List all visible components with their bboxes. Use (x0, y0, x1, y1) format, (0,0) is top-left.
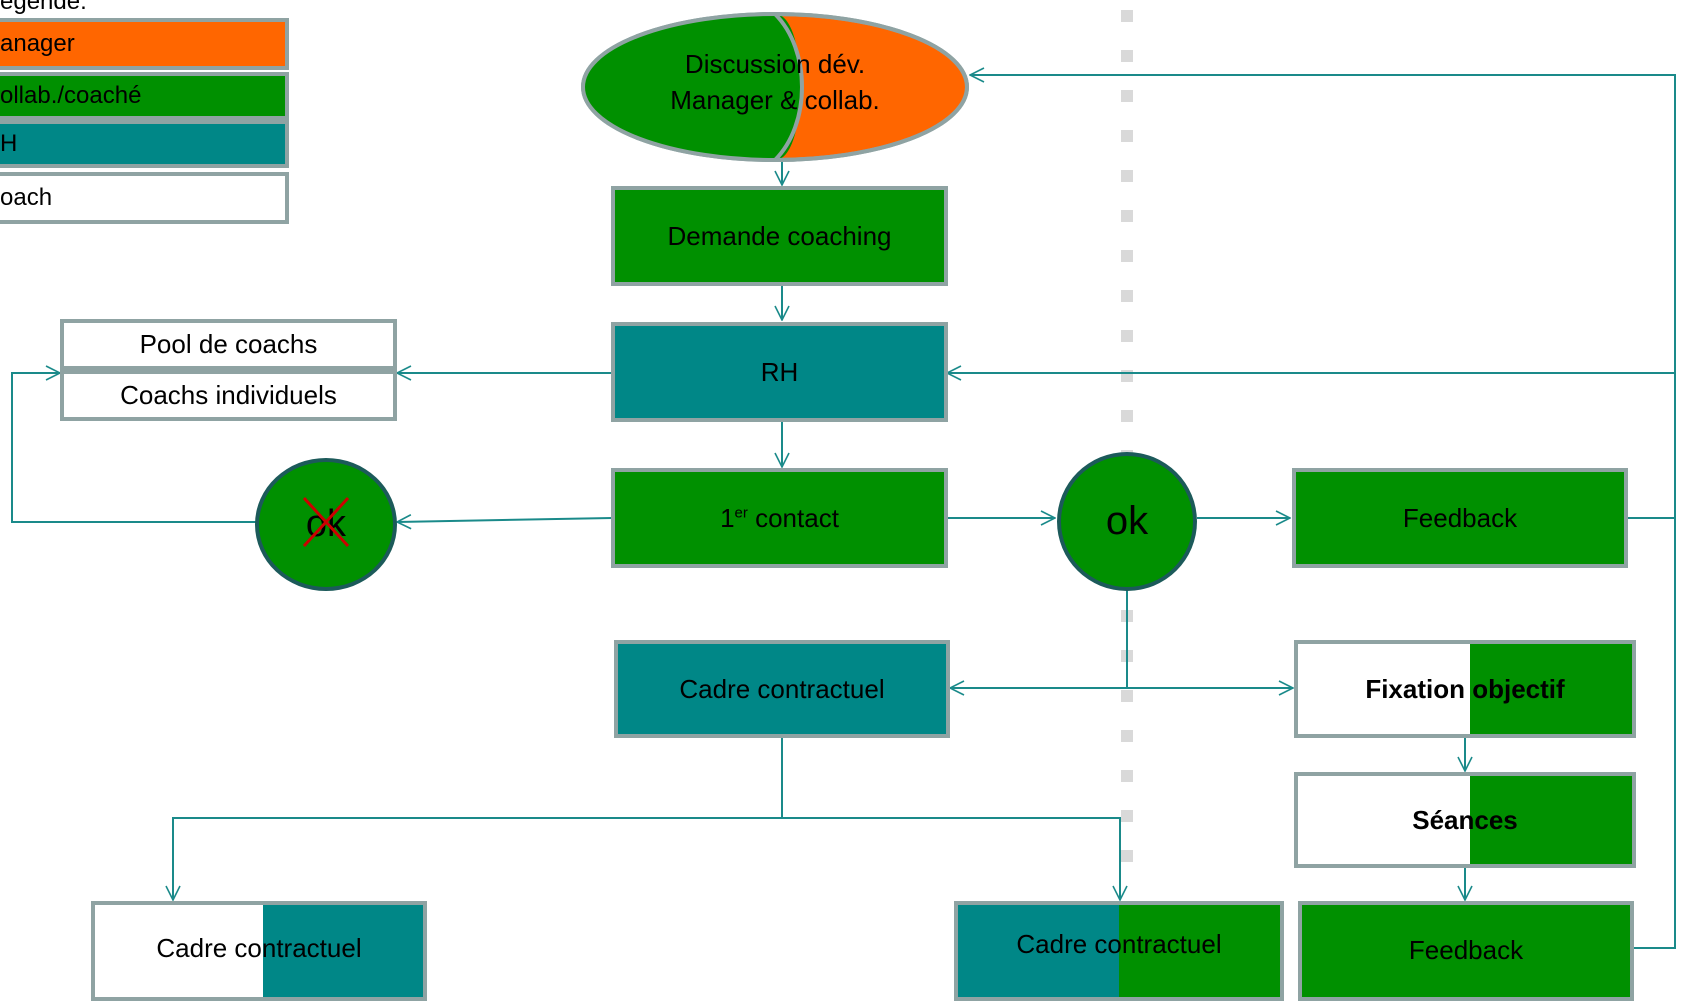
cadre-right-rh-half (958, 905, 1119, 997)
ok-accepted-label: ok (1105, 499, 1149, 543)
feedback-top-label: Feedback (1402, 502, 1518, 533)
cadre-left-node: Cadre contractuel (91, 901, 427, 1001)
demande-coaching-node: Demande coaching (611, 186, 948, 286)
arrow-to-cadre-left (173, 817, 782, 900)
fixation-collab-half (1470, 644, 1632, 734)
discussion-line1: Discussion dév. (684, 49, 866, 79)
coachs-individuels-node: Coachs individuels (60, 370, 397, 421)
cadre-left-coach-half (95, 905, 263, 997)
legend-title: égende: (0, 0, 87, 15)
demande-label: Demande coaching (667, 220, 892, 251)
arrow-okrejected-coachs (11, 373, 257, 523)
first-contact-sup: er (734, 503, 748, 521)
legend-rh-label: H (0, 130, 18, 157)
rh-node: RH (611, 322, 948, 422)
rh-label: RH (760, 356, 799, 387)
legend-coach: oach (0, 172, 289, 224)
fixation-part2: objectif (1472, 673, 1565, 704)
legend-manager: anager (0, 18, 289, 70)
arrow-contact-okrejected (397, 518, 613, 522)
cadre-center-label: Cadre contractuel (679, 673, 885, 704)
legend-collab-label: ollab./coaché (0, 82, 142, 109)
ok-accepted-circle: ok (1057, 452, 1197, 591)
cadre-center-node: Cadre contractuel (614, 640, 950, 738)
fixation-objectif-node: Fixation objectif (1294, 640, 1636, 738)
feedback-top-node: Feedback (1292, 468, 1628, 568)
coachs-indiv-label: Coachs individuels (120, 380, 337, 410)
arrow-feedback-discussion (970, 75, 1676, 519)
fixation-coach-half (1298, 644, 1470, 734)
first-contact-label: 1er contact (720, 503, 839, 534)
first-contact-rest: contact (747, 502, 839, 533)
discussion-node (581, 12, 969, 162)
cadre-left-label: Cadre contractuel (156, 932, 362, 963)
discussion-line2: Manager & collab. (670, 85, 880, 115)
legend-rh: H (0, 120, 289, 168)
legend-collab: ollab./coaché (0, 72, 289, 120)
fixation-label: Fixation objectif (1298, 644, 1632, 734)
first-contact-num: 1 (720, 502, 735, 533)
legend-coach-label: oach (0, 184, 53, 211)
feedback-bottom-node: Feedback (1298, 901, 1634, 1001)
cadre-right-label: Cadre contractuel (1016, 928, 1222, 959)
discussion-label: Discussion dév. Manager & collab. (579, 46, 971, 118)
seances-collab-half (1470, 776, 1632, 864)
cadre-right-node: Cadre contractuel (954, 901, 1284, 1001)
seances-node: Séances (1294, 772, 1636, 868)
pool-label: Pool de coachs (139, 329, 318, 359)
first-contact-node: 1er contact (611, 468, 948, 568)
legend-manager-label: anager (0, 30, 75, 57)
seances-coach-half (1298, 776, 1470, 864)
pool-coachs-node: Pool de coachs (60, 319, 397, 370)
line-feedback-bottom-loop (1633, 518, 1676, 949)
cadre-left-rh-half (263, 905, 423, 997)
cadre-right-collab-half (1119, 905, 1280, 997)
fixation-part1: Fixation (1365, 673, 1465, 704)
arrow-to-cadre-right (782, 817, 1120, 900)
red-cross-icon (302, 496, 350, 548)
feedback-bottom-label: Feedback (1408, 935, 1524, 965)
ok-rejected-circle: ok (255, 458, 397, 591)
seances-label: Séances (1412, 804, 1518, 835)
